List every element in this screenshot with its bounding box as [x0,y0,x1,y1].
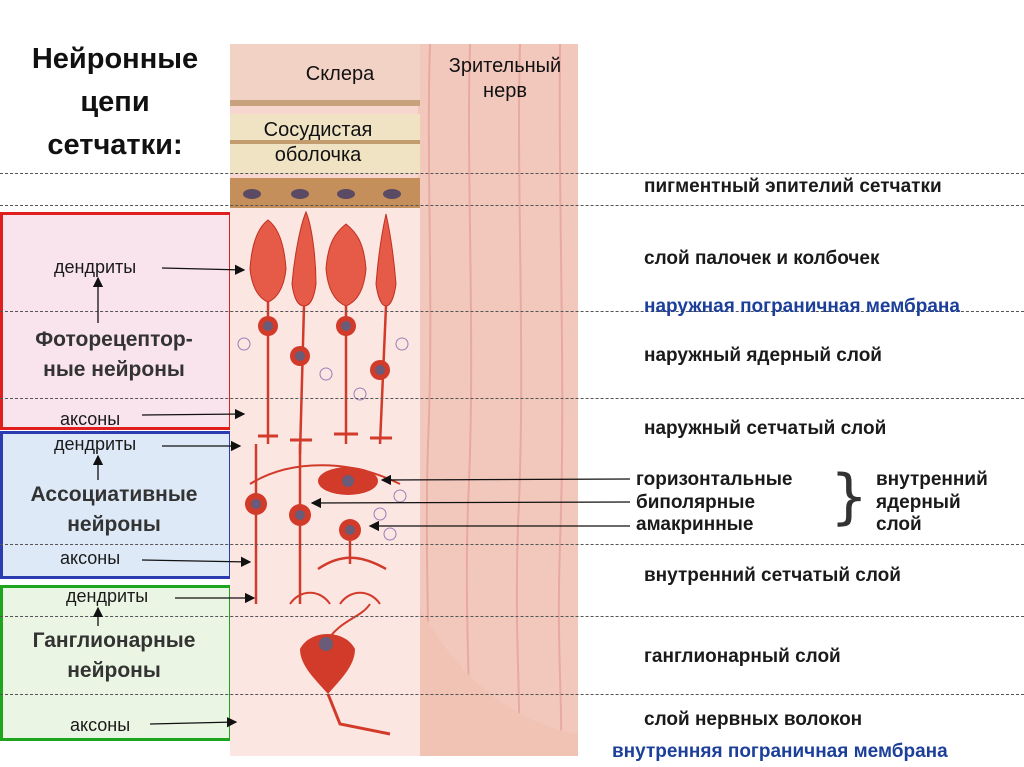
diagram-title: Нейронные цепи сетчатки: [10,38,220,167]
photoreceptor-name-line-2: ные нейроны [43,358,185,381]
ganglionic-axons-label: аксоны [70,715,131,735]
optic-nerve-line-1: Зрительный [448,55,562,77]
choroid-line-2: оболочка [274,144,362,166]
separator-line [0,544,1024,545]
inner-nuclear-label-3: слой [876,514,922,535]
optic-nerve-label: Зрительный нерв [420,54,590,104]
layer-inner-plexiform: внутренний сетчатый слой [644,565,901,586]
photoreceptor-group-name: Фоторецептор- ные нейроны [4,325,224,385]
ganglionic-group-box [0,585,232,741]
layer-inner-limiting-membrane: внутренняя пограничная мембрана [612,741,948,762]
photoreceptor-axons-label: аксоны [60,409,121,429]
layer-outer-limiting-membrane: наружная пограничная мембрана [644,296,960,317]
separator-line [0,616,1024,617]
associative-dendrites-label: дендриты [54,434,137,454]
associative-group-name: Ассоциативные нейроны [4,480,224,540]
title-line-1: Нейронные [31,43,199,75]
retina-tissue-illustration [230,44,578,756]
separator-line [0,311,1024,312]
choroid-label: Сосудистая оболочка [238,118,398,168]
separator-line [0,173,1024,174]
layer-ganglion: ганглионарный слой [644,646,841,667]
photoreceptor-name-line-1: Фоторецептор- [35,328,193,351]
layer-pigment-epithelium: пигментный эпителий сетчатки [644,176,942,197]
layer-rods-cones: слой палочек и колбочек [644,248,880,269]
layer-outer-plexiform: наружный сетчатый слой [644,418,887,439]
ganglionic-dendrites-label: дендриты [66,586,149,606]
optic-nerve-line-2: нерв [483,80,527,102]
inner-nuclear-label-1: внутренний [876,469,988,490]
title-line-2: цепи [80,86,150,118]
sclera-label: Склера [305,63,375,85]
inner-nuclear-label-2: ядерный [876,492,961,513]
separator-line [0,694,1024,695]
ganglionic-name-line-2: нейроны [67,659,161,682]
inner-nuclear-amacrine: амакринные [636,514,754,535]
associative-name-line-2: нейроны [67,513,161,536]
inner-nuclear-horizontal: горизонтальные [636,469,793,490]
associative-axons-label: аксоны [60,548,121,568]
associative-name-line-1: Ассоциативные [30,483,198,506]
choroid-line-1: Сосудистая [263,119,373,141]
ganglionic-name-line-1: Ганглионарные [32,629,196,652]
title-line-3: сетчатки: [47,129,183,161]
separator-line [0,205,1024,206]
sclera-band [230,44,420,104]
ganglionic-group-name: Ганглионарные нейроны [4,626,224,686]
optic-nerve-region [418,44,578,756]
associative-group-box [0,431,232,579]
inner-nuclear-bipolar: биполярные [636,492,756,513]
inner-nuclear-brace: } [830,462,869,532]
photoreceptor-dendrites-label: дендриты [54,257,137,277]
layer-outer-nuclear: наружный ядерный слой [644,345,882,366]
layer-nerve-fiber: слой нервных волокон [644,709,863,730]
separator-line [0,398,1024,399]
